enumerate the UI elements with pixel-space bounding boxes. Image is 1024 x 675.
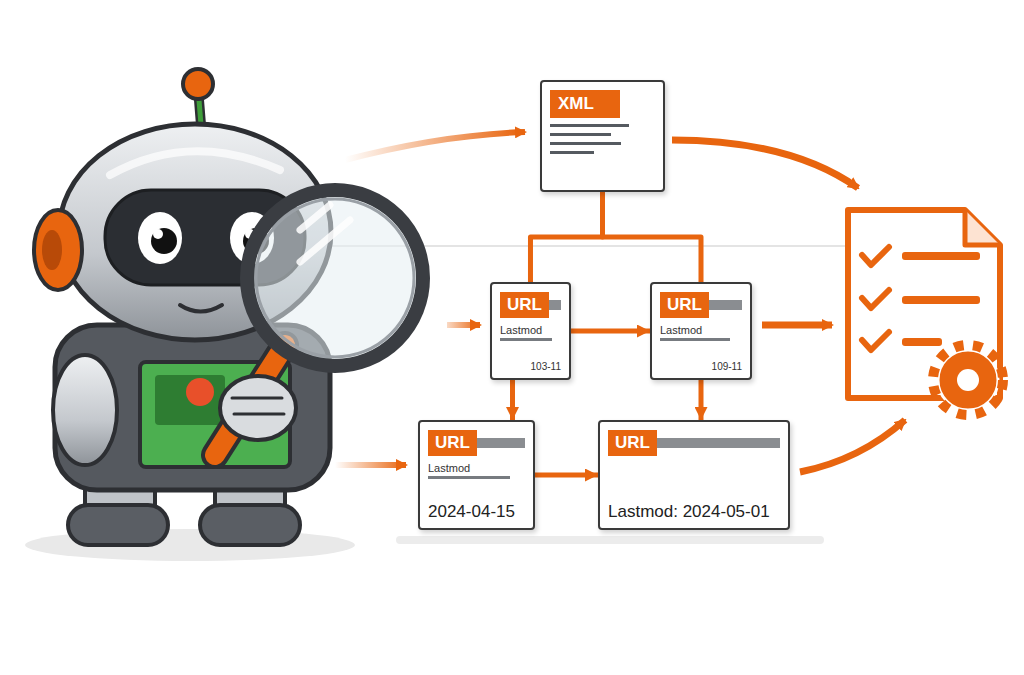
flow-connector	[510, 380, 515, 420]
robot-part	[183, 69, 213, 99]
content-line	[550, 151, 594, 154]
header-bar	[549, 300, 561, 310]
gear-icon-part	[933, 345, 1003, 415]
date-text: Lastmod: 2024-05-01	[608, 502, 780, 522]
flow-connector	[571, 329, 650, 334]
content-line	[550, 124, 629, 127]
robot-part	[220, 376, 296, 440]
gear-icon-part	[957, 369, 979, 391]
date-text: 109-11	[660, 361, 742, 372]
checklist-icon-part	[965, 210, 1000, 245]
content-line	[550, 142, 621, 145]
card-header: XML	[550, 90, 655, 118]
robot-part	[153, 229, 163, 239]
robot-part	[110, 151, 280, 175]
card-header: URL	[660, 292, 742, 318]
checklist-icon-part	[862, 290, 889, 308]
robot-part	[155, 375, 225, 425]
xml-document: XML	[540, 80, 665, 192]
flow-arrows-part	[762, 322, 832, 329]
robot-part	[247, 190, 423, 366]
robot-part	[256, 199, 414, 357]
gear-icon	[933, 345, 1003, 415]
robot-part	[180, 305, 222, 312]
robot-part	[200, 505, 300, 545]
flow-connector	[535, 473, 598, 478]
checklist-icon-part	[902, 338, 942, 346]
robot-part	[151, 228, 177, 254]
robot-part	[300, 205, 350, 262]
checklist-icon-part	[862, 332, 889, 350]
robot-part	[138, 212, 182, 264]
date-text: 103-11	[500, 361, 561, 372]
card-header: URL	[608, 430, 780, 456]
type-tag: URL	[500, 292, 549, 318]
flow-connector	[530, 192, 602, 282]
robot-part	[34, 210, 82, 290]
url-card: URL Lastmod 103-11	[490, 282, 571, 380]
checklist-icon-part	[902, 252, 980, 260]
robot-part	[53, 355, 117, 465]
flow-arrows-part	[672, 140, 858, 188]
checklist-icon-part	[902, 296, 980, 304]
content-line	[500, 338, 552, 341]
gear-icon-part	[938, 350, 998, 410]
content-line	[660, 338, 730, 341]
header-bar	[709, 300, 742, 310]
robot-part	[232, 398, 284, 414]
robot	[34, 69, 423, 545]
type-tag: URL	[660, 292, 709, 318]
robot-part	[186, 378, 214, 406]
content-line	[428, 476, 510, 479]
url-card: URL Lastmod: 2024-05-01	[598, 420, 790, 530]
type-tag: URL	[608, 430, 657, 456]
content-line	[550, 133, 611, 136]
date-text: 2024-04-15	[428, 502, 525, 522]
flow-arrows-part	[335, 462, 406, 468]
card-header: URL	[428, 430, 525, 456]
field-label: Lastmod	[428, 462, 525, 474]
header-bar	[657, 438, 780, 448]
ground-lines-part	[400, 536, 820, 544]
type-tag: XML	[550, 90, 620, 118]
header-bar	[477, 438, 525, 448]
url-card: URL Lastmod 109-11	[650, 282, 752, 380]
flow-arrows-part	[345, 132, 525, 160]
flow-connector	[699, 380, 704, 420]
flow-connector	[603, 192, 702, 282]
flow-arrows-part	[800, 420, 905, 472]
type-tag: URL	[428, 430, 477, 456]
card-header: URL	[500, 292, 561, 318]
robot-part	[68, 505, 168, 545]
url-card: URL Lastmod 2024-04-15	[418, 420, 535, 530]
checklist-icon-part	[862, 247, 889, 265]
flow-arrows-part	[447, 322, 480, 328]
robot-part	[42, 230, 62, 270]
field-label: Lastmod	[660, 324, 742, 336]
field-label: Lastmod	[500, 324, 561, 336]
